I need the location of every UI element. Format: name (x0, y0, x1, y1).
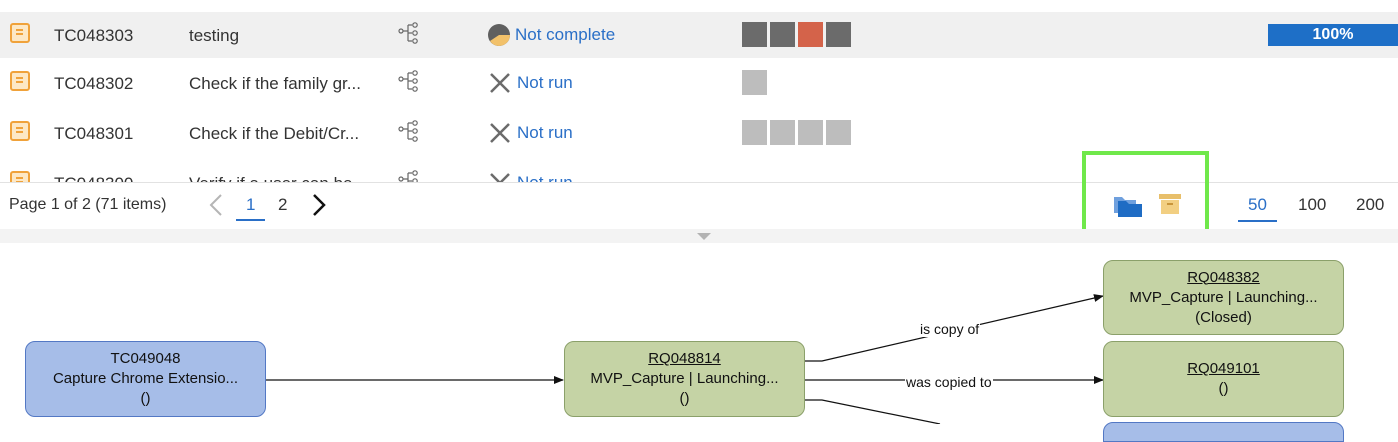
test-case-icon (10, 71, 30, 91)
progress-bar: 100% (1268, 24, 1398, 46)
page-size-50[interactable]: 50 (1238, 195, 1277, 222)
hierarchy-icon[interactable] (397, 22, 423, 44)
step-result-square[interactable] (826, 120, 851, 145)
step-result-square[interactable] (742, 70, 767, 95)
run-status[interactable]: Not run (487, 121, 573, 145)
caret-down-icon[interactable] (697, 233, 711, 241)
step-result-square[interactable] (826, 22, 851, 47)
table-row[interactable]: TC048300 Verify if a user can be... Not … (0, 160, 1398, 182)
node-rq049101[interactable]: RQ049101 () (1103, 341, 1344, 417)
test-case-icon (10, 171, 30, 182)
step-result-square[interactable] (742, 120, 767, 145)
test-case-icon (10, 23, 30, 43)
page-1-button[interactable]: 1 (236, 195, 266, 221)
node-rq048382[interactable]: RQ048382 MVP_Capture | Launching... (Clo… (1103, 260, 1344, 335)
status-link[interactable]: Not run (517, 123, 573, 142)
node-id[interactable]: TC049048 (110, 350, 181, 367)
edge-offscreen (805, 399, 941, 424)
test-case-icon (10, 121, 30, 141)
node-tc049048[interactable]: TC049048 Capture Chrome Extensio... () (25, 341, 266, 417)
edge-label-was-copied-to: was copied to (905, 374, 993, 390)
node-detail: () (679, 390, 690, 407)
step-result-square[interactable] (742, 22, 767, 47)
run-status[interactable]: Not run (487, 171, 573, 182)
x-icon (490, 173, 510, 182)
edge-is-copy-of (805, 294, 1104, 362)
table-row[interactable]: TC048301 Check if the Debit/Cr... Not ru… (0, 110, 1398, 156)
test-case-id[interactable]: TC048302 (54, 74, 134, 93)
page-2-button[interactable]: 2 (278, 195, 288, 214)
node-title: MVP_Capture | Launching... (590, 370, 779, 387)
test-case-id[interactable]: TC048303 (54, 26, 134, 45)
run-status[interactable]: Not run (487, 71, 573, 95)
node-detail: () (140, 390, 151, 407)
status-link[interactable]: Not run (517, 173, 573, 182)
table-row[interactable]: TC048302 Check if the family gr... Not r… (0, 60, 1398, 106)
test-case-name[interactable]: testing (189, 26, 240, 45)
page-size-200[interactable]: 200 (1356, 195, 1385, 214)
test-case-name[interactable]: Verify if a user can be... (189, 174, 384, 182)
chevron-right-icon[interactable] (309, 192, 329, 218)
step-results (742, 70, 767, 95)
x-icon (490, 123, 510, 143)
test-case-grid: TC048303 testing Not complete 100% (0, 12, 1398, 229)
test-case-id[interactable]: TC048300 (54, 174, 133, 182)
page-summary: Page 1 of 2 (71 items) (9, 196, 167, 213)
folder-icon[interactable] (1112, 191, 1144, 219)
edge-label-is-copy-of: is copy of (919, 321, 981, 337)
node-id-link[interactable]: RQ048814 (648, 350, 721, 367)
node-detail: (Closed) (1195, 308, 1252, 326)
test-case-name[interactable]: Check if the family gr... (189, 74, 361, 93)
step-result-square[interactable] (798, 22, 823, 47)
node-rq048814[interactable]: RQ048814 MVP_Capture | Launching... () (564, 341, 805, 417)
test-case-name[interactable]: Check if the Debit/Cr... (189, 124, 360, 143)
step-result-square[interactable] (770, 120, 795, 145)
grid-rows: TC048303 testing Not complete 100% (0, 12, 1398, 182)
node-partial[interactable] (1103, 422, 1344, 442)
step-results (742, 22, 851, 47)
hierarchy-icon[interactable] (397, 70, 423, 92)
node-title: Capture Chrome Extensio... (52, 370, 239, 387)
test-case-id[interactable]: TC048301 (54, 124, 134, 143)
x-icon (490, 73, 510, 93)
step-results (742, 120, 851, 145)
node-title: MVP_Capture | Launching... (1129, 288, 1318, 306)
step-result-square[interactable] (770, 22, 795, 47)
status-link[interactable]: Not complete (515, 25, 616, 44)
hierarchy-icon[interactable] (397, 170, 423, 182)
relationship-diagram: is copy of was copied to TC049048 Captur… (0, 243, 1398, 442)
chevron-left-icon[interactable] (206, 192, 226, 218)
pie-chart-icon (488, 24, 510, 46)
run-status[interactable]: Not complete (487, 23, 615, 47)
archive-icon[interactable] (1157, 191, 1183, 217)
pager: Page 1 of 2 (71 items) 1 2 50 100 200 (0, 182, 1398, 229)
status-link[interactable]: Not run (517, 73, 573, 92)
panel-splitter[interactable] (0, 229, 1398, 243)
step-result-square[interactable] (798, 120, 823, 145)
hierarchy-icon[interactable] (397, 120, 423, 142)
node-id-link[interactable]: RQ048382 (1187, 268, 1260, 286)
table-row[interactable]: TC048303 testing Not complete 100% (0, 12, 1398, 58)
node-detail: () (1218, 380, 1229, 397)
node-id-link[interactable]: RQ049101 (1187, 360, 1260, 377)
page-size-100[interactable]: 100 (1298, 195, 1327, 214)
